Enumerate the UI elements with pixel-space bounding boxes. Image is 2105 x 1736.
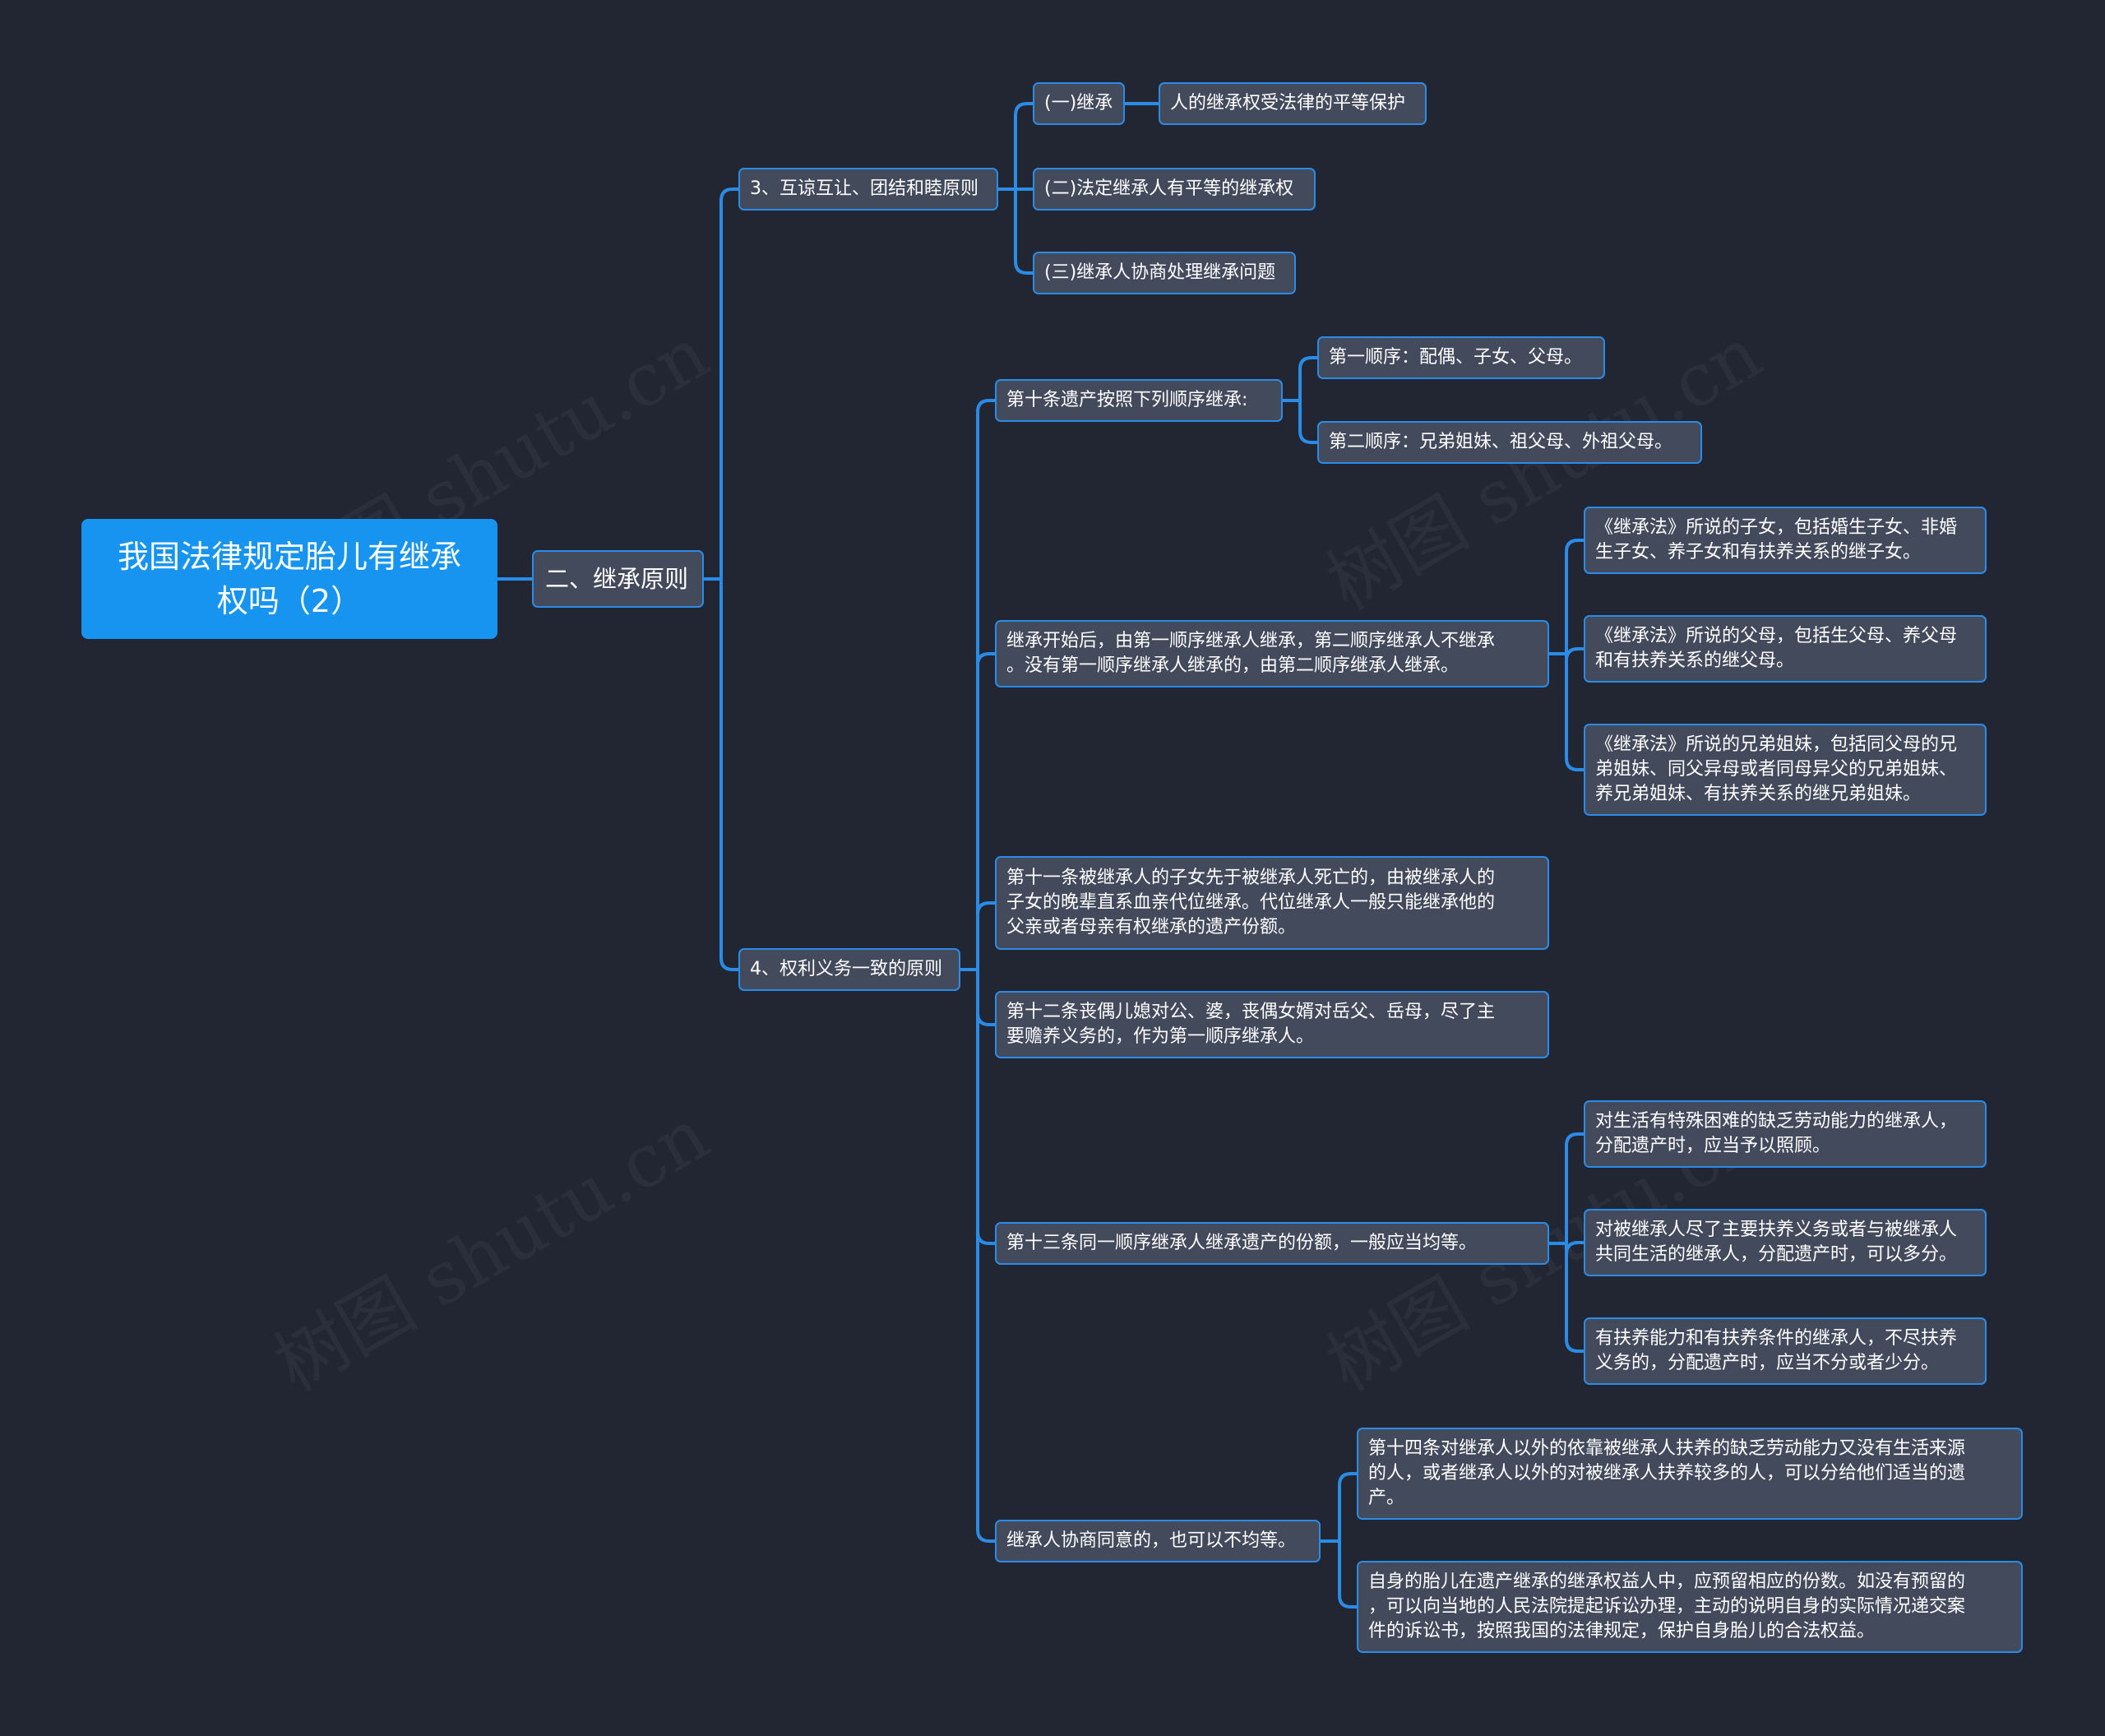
topic-children-definition[interactable]: 《继承法》所说的子女，包括婚生子女、非婚 生子女、养子女和有扶养关系的继子女。 — [1584, 507, 1987, 574]
topic-equal-protection[interactable]: 人的继承权受法律的平等保护 — [1159, 82, 1427, 125]
topic-main-support-duty[interactable]: 对被继承人尽了主要扶养义务或者与被继承人 共同生活的继承人，分配遗产时，可以多分… — [1584, 1209, 1987, 1276]
topic-agreement-unequal[interactable]: 继承人协商同意的，也可以不均等。 — [995, 1520, 1321, 1562]
connector-branch3 — [997, 102, 1034, 275]
topic-negotiation[interactable]: (三)继承人协商处理继承问题 — [1033, 252, 1296, 294]
topic-equal-rights[interactable]: (二)法定继承人有平等的继承权 — [1033, 168, 1316, 211]
connector-order — [1548, 539, 1585, 771]
topic-siblings-definition[interactable]: 《继承法》所说的兄弟姐妹，包括同父母的兄 弟姐妹、同父异母或者同母异父的兄弟姐妹… — [1584, 724, 1987, 816]
topic-inheritance-principles[interactable]: 二、继承原则 — [532, 550, 704, 608]
connector-principles — [702, 187, 740, 971]
topic-inheritance-order[interactable]: 继承开始后，由第一顺序继承人继承，第二顺序继承人不继承 。没有第一顺序继承人继承… — [995, 620, 1549, 687]
topic-no-support-duty[interactable]: 有扶养能力和有扶养条件的继承人，不尽扶养 义务的，分配遗产时，应当不分或者少分。 — [1584, 1317, 1987, 1385]
topic-article-11[interactable]: 第十一条被继承人的子女先于被继承人死亡的，由被继承人的 子女的晚辈直系血亲代位继… — [995, 856, 1549, 950]
root-topic[interactable]: 我国法律规定胎儿有继承 权吗（2） — [81, 519, 497, 639]
connector-branch4 — [959, 399, 997, 1543]
topic-inheritance-1[interactable]: (一)继承 — [1033, 82, 1125, 125]
topic-article-14[interactable]: 第十四条对继承人以外的依靠被继承人扶养的缺乏劳动能力又没有生活来源 的人，或者继… — [1357, 1428, 2023, 1520]
topic-mutual-understanding-principle[interactable]: 3、互谅互让、团结和睦原则 — [738, 168, 998, 211]
topic-fetus-share[interactable]: 自身的胎儿在遗产继承的继承权益人中，应预留相应的份数。如没有预留的 ，可以向当地… — [1357, 1561, 2023, 1653]
connector-article-10 — [1281, 356, 1319, 444]
topic-article-10[interactable]: 第十条遗产按照下列顺序继承: — [995, 379, 1283, 422]
topic-article-12[interactable]: 第十二条丧偶儿媳对公、婆，丧偶女婿对岳父、岳母，尽了主 要赡养义务的，作为第一顺… — [995, 991, 1549, 1058]
topic-special-difficulty[interactable]: 对生活有特殊困难的缺乏劳动能力的继承人， 分配遗产时，应当予以照顾。 — [1584, 1100, 1987, 1168]
topic-parents-definition[interactable]: 《继承法》所说的父母，包括生父母、养父母 和有扶养关系的继父母。 — [1584, 615, 1987, 683]
topic-rights-duties-principle[interactable]: 4、权利义务一致的原则 — [738, 948, 960, 991]
topic-article-13[interactable]: 第十三条同一顺序继承人继承遗产的份额，一般应当均等。 — [995, 1222, 1549, 1265]
connector-agreement — [1319, 1472, 1358, 1609]
topic-second-order[interactable]: 第二顺序：兄弟姐妹、祖父母、外祖父母。 — [1317, 421, 1702, 464]
connector-article-13 — [1548, 1132, 1585, 1353]
topic-first-order[interactable]: 第一顺序：配偶、子女、父母。 — [1317, 336, 1605, 379]
